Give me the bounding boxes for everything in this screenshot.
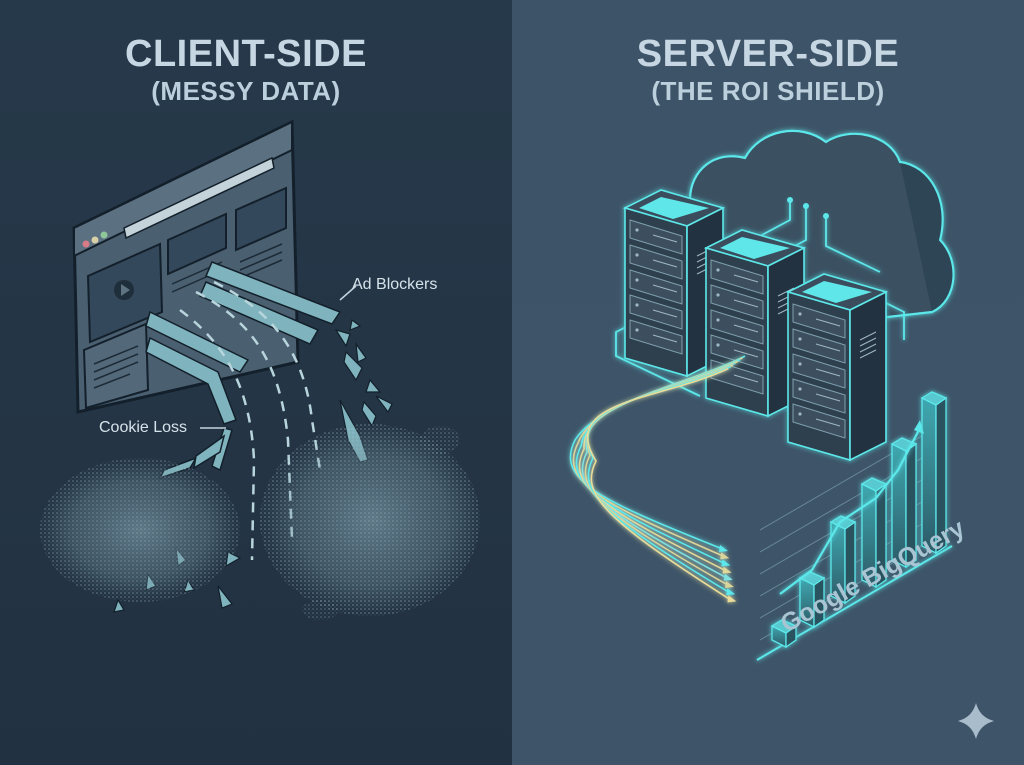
client-side-illustration [40,119,480,620]
ad-blockers-leader-line [339,285,357,301]
messy-data-clouds [40,424,480,620]
client-side-subtitle: (MESSY DATA) [151,76,341,106]
client-side-heading: CLIENT-SIDE (MESSY DATA) [0,32,502,106]
browser-window-icon [72,119,300,414]
cookie-loss-label: Cookie Loss [99,419,188,436]
server-side-panel: SERVER-SIDE (THE ROI SHIELD) [512,0,1024,765]
client-side-title: CLIENT-SIDE [125,33,367,75]
server-side-title: SERVER-SIDE [636,33,900,75]
server-side-heading: SERVER-SIDE (THE ROI SHIELD) [512,32,1024,106]
server-side-subtitle: (THE ROI SHIELD) [651,76,885,106]
ad-blockers-label: Ad Blockers [352,276,438,293]
stream-dashes [179,280,322,561]
